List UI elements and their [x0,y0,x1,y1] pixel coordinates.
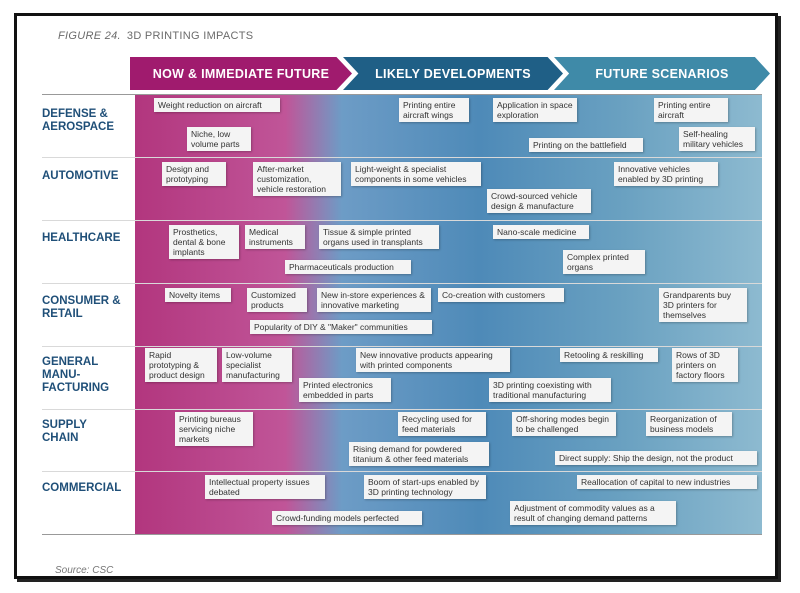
impact-card: Design and prototyping [162,162,226,186]
impact-card: Boom of start-ups enabled by 3D printing… [364,475,486,499]
impact-card: Reorganization of business models [646,412,732,436]
row-divider [42,157,762,158]
impact-card: Recycling used for feed materials [398,412,486,436]
phase-likely: LIKELY DEVELOPMENTS [343,57,563,90]
impact-card: Tissue & simple printed organs used in t… [319,225,439,249]
row-divider [42,283,762,284]
impact-card: Printing entire aircraft [654,98,728,122]
impact-card: Light-weight & specialist components in … [351,162,481,186]
row-divider [42,220,762,221]
category-defense-aerospace: DEFENSE & AEROSPACE [42,108,114,133]
impact-card: Rows of 3D printers on factory floors [672,348,738,382]
impact-card: Low-volume specialist manufacturing [222,348,292,382]
impact-card: Adjustment of commodity values as a resu… [510,501,676,525]
row-divider [42,471,762,472]
category-supply-chain: SUPPLY CHAIN [42,419,87,444]
impact-card: 3D printing coexisting with traditional … [489,378,611,402]
category-automotive: AUTOMOTIVE [42,170,119,182]
figure-title-text: 3D PRINTING IMPACTS [126,30,254,42]
impact-card: Novelty items [165,288,231,302]
impact-card: Niche, low volume parts [187,127,251,151]
category-commercial: COMMERCIAL [42,482,122,494]
impact-card: Nano-scale medicine [493,225,589,239]
impact-card: Printing entire aircraft wings [399,98,469,122]
category-healthcare: HEALTHCARE [42,232,121,244]
impact-card: Crowd-sourced vehicle design & manufactu… [487,189,591,213]
figure-title: FIGURE 24. 3D PRINTING IMPACTS [58,30,253,42]
impact-card: Popularity of DIY & "Maker" communities [250,320,432,334]
source-note: Source: CSC [55,565,114,576]
impact-card: Printing bureaus servicing niche markets [175,412,253,446]
impact-card: Co-creation with customers [438,288,564,302]
impact-card: Pharmaceuticals production [285,260,411,274]
category-consumer-retail: CONSUMER & RETAIL [42,295,121,320]
impact-card: Application in space exploration [493,98,577,122]
impact-card: Innovative vehicles enabled by 3D printi… [614,162,718,186]
impact-card: Crowd-funding models perfected [272,511,422,525]
impact-card: Off-shoring modes begin to be challenged [512,412,616,436]
impact-card: New in-store experiences & innovative ma… [317,288,431,312]
impact-card: Self-healing military vehicles [679,127,755,151]
impact-card: Complex printed organs [563,250,645,274]
impact-card: Intellectual property issues debated [205,475,325,499]
impact-card: Grandparents buy 3D printers for themsel… [659,288,747,322]
impact-card: Rising demand for powdered titanium & ot… [349,442,489,466]
impact-card: Prosthetics, dental & bone implants [169,225,239,259]
impact-card: Weight reduction on aircraft [154,98,280,112]
impact-card: After-market customization, vehicle rest… [253,162,341,196]
impact-card: Rapid prototyping & product design [145,348,217,382]
impact-card: New innovative products appearing with p… [356,348,510,372]
row-divider [42,534,762,535]
impact-card: Retooling & reskilling [560,348,658,362]
category-general-manufacturing: GENERAL MANU-FACTURING [42,356,110,394]
impact-card: Printed electronics embedded in parts [299,378,391,402]
phase-now: NOW & IMMEDIATE FUTURE [130,57,352,90]
impact-card: Customized products [247,288,307,312]
impact-card: Medical instruments [245,225,305,249]
row-divider [42,94,762,95]
impact-card: Printing on the battlefield [529,138,643,152]
phase-future: FUTURE SCENARIOS [554,57,770,90]
row-divider [42,346,762,347]
figure-number: FIGURE 24. [58,30,121,42]
row-divider [42,409,762,410]
impact-card: Direct supply: Ship the design, not the … [555,451,757,465]
impact-card: Reallocation of capital to new industrie… [577,475,757,489]
